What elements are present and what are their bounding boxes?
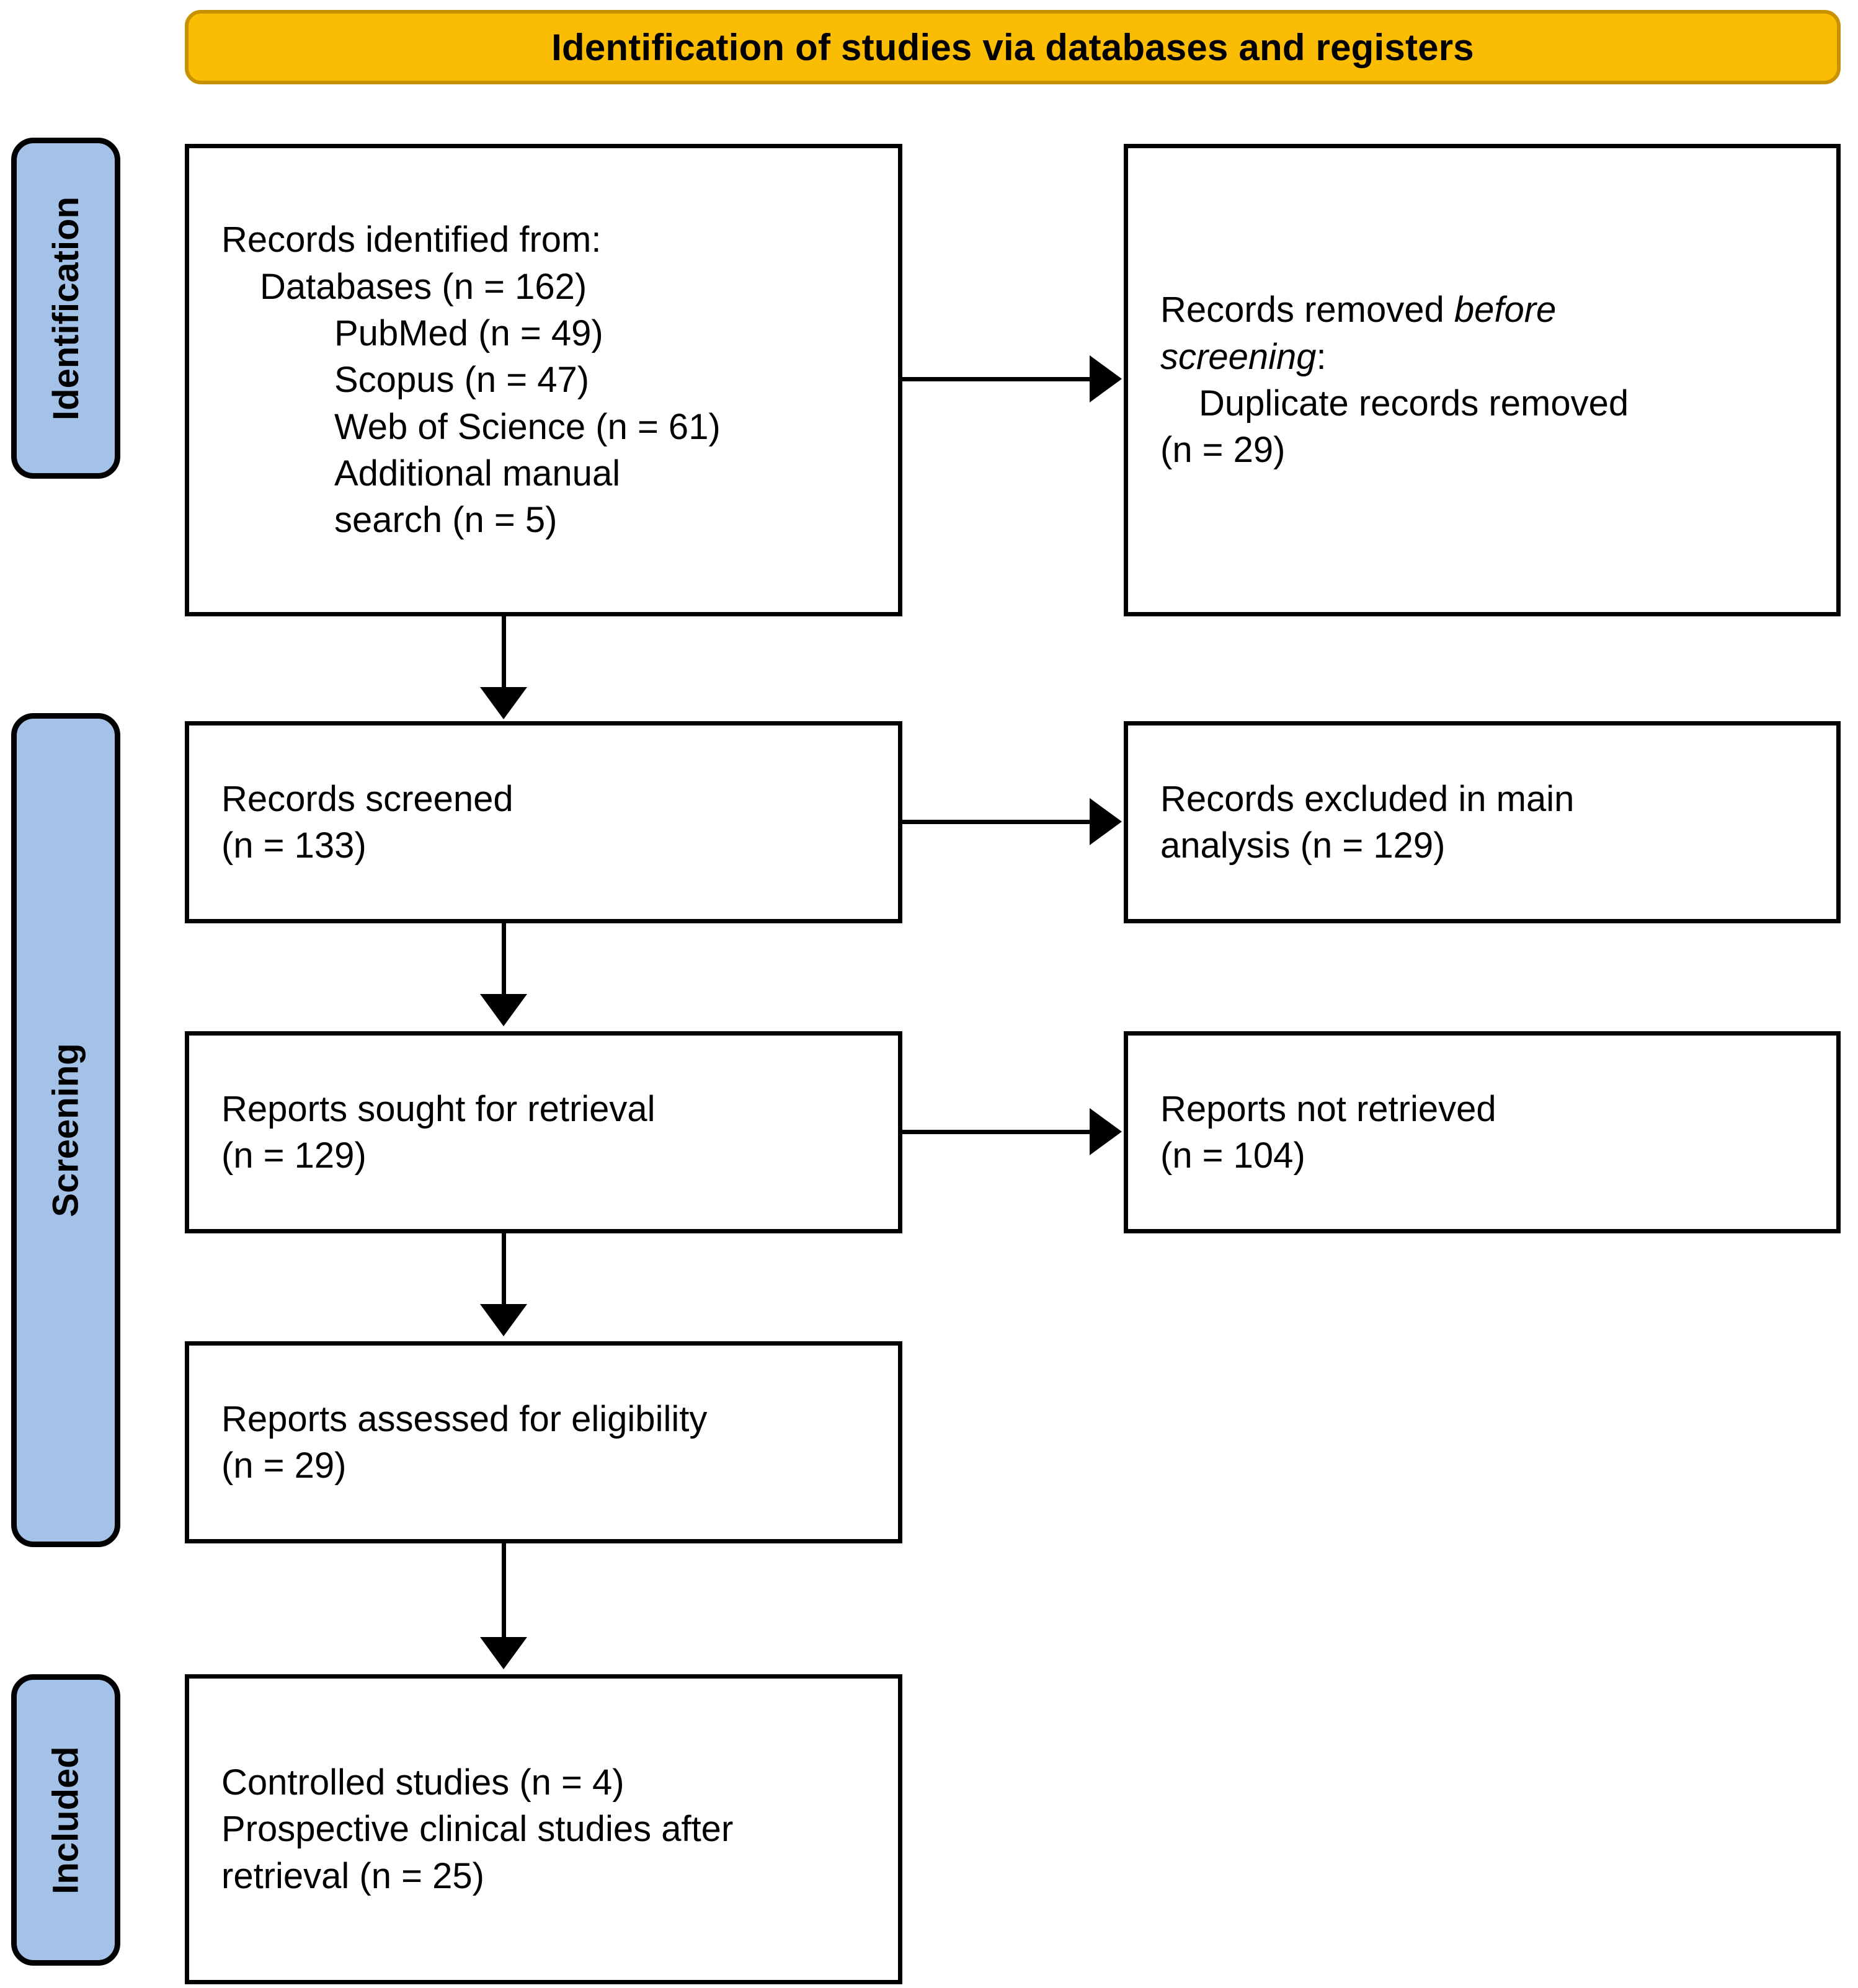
line-removed-1: Records removed before bbox=[1160, 286, 1836, 333]
box-included-studies-text: Controlled studies (n = 4) Prospective c… bbox=[189, 1759, 898, 1899]
line-identified-7: search (n = 5) bbox=[334, 500, 558, 541]
connector-identified-to-screened-arrow-icon bbox=[480, 687, 527, 719]
line-assessed-2: (n = 29) bbox=[221, 1445, 347, 1486]
line-removed-1-italic: before bbox=[1454, 290, 1557, 331]
line-screened-1: Records screened bbox=[221, 778, 513, 819]
line-identified-1: Records identified from: bbox=[221, 220, 602, 260]
box-records-screened: Records screened (n = 133) bbox=[185, 721, 902, 923]
box-reports-assessed-text: Reports assessed for eligibility (n = 29… bbox=[189, 1396, 898, 1489]
connector-assessed-to-included-line bbox=[502, 1543, 506, 1640]
line-assessed-1: Reports assessed for eligibility bbox=[221, 1398, 708, 1439]
line-removed-3: Duplicate records removed bbox=[1199, 383, 1629, 424]
connector-screened-to-sought-arrow-icon bbox=[480, 994, 527, 1026]
connector-screened-to-excluded-arrow-icon bbox=[1090, 798, 1122, 845]
line-identified-4: Scopus (n = 47) bbox=[334, 360, 590, 401]
stage-label-identification: Identification bbox=[11, 138, 120, 479]
stage-label-screening-text: Screening bbox=[45, 1043, 86, 1217]
line-included-1: Controlled studies (n = 4) bbox=[221, 1762, 625, 1803]
line-removed-2-suffix: : bbox=[1316, 336, 1327, 377]
box-reports-assessed: Reports assessed for eligibility (n = 29… bbox=[185, 1341, 902, 1543]
box-reports-not-retrieved: Reports not retrieved (n = 104) bbox=[1124, 1031, 1841, 1233]
box-reports-sought-text: Reports sought for retrieval (n = 129) bbox=[189, 1086, 898, 1179]
line-identified-2: Databases (n = 162) bbox=[260, 266, 587, 307]
connector-sought-to-assessed-arrow-icon bbox=[480, 1304, 527, 1336]
connector-sought-to-not-retrieved-line bbox=[902, 1130, 1091, 1134]
line-not-retrieved-2: (n = 104) bbox=[1160, 1135, 1305, 1176]
box-records-excluded-text: Records excluded in main analysis (n = 1… bbox=[1128, 776, 1836, 869]
box-reports-not-retrieved-text: Reports not retrieved (n = 104) bbox=[1128, 1086, 1836, 1179]
diagram-header-banner: Identification of studies via databases … bbox=[185, 10, 1841, 84]
box-reports-sought: Reports sought for retrieval (n = 129) bbox=[185, 1031, 902, 1233]
stage-label-screening: Screening bbox=[11, 713, 120, 1547]
box-included-studies: Controlled studies (n = 4) Prospective c… bbox=[185, 1674, 902, 1984]
line-excluded-1: Records excluded in main bbox=[1160, 778, 1575, 819]
line-identified-3: PubMed (n = 49) bbox=[334, 313, 603, 353]
connector-identified-to-removed-line bbox=[902, 377, 1091, 381]
diagram-title: Identification of studies via databases … bbox=[551, 26, 1474, 68]
line-removed-4: (n = 29) bbox=[1160, 430, 1286, 471]
connector-screened-to-sought-line bbox=[502, 923, 506, 996]
line-included-3: retrieval (n = 25) bbox=[221, 1855, 484, 1896]
line-not-retrieved-1: Reports not retrieved bbox=[1160, 1088, 1496, 1129]
box-records-identified: Records identified from: Databases (n = … bbox=[185, 144, 902, 616]
line-removed-1-prefix: Records removed bbox=[1160, 290, 1454, 331]
box-records-removed-text: Records removed before screening: Duplic… bbox=[1128, 286, 1836, 474]
box-records-removed: Records removed before screening: Duplic… bbox=[1124, 144, 1841, 616]
box-records-screened-text: Records screened (n = 133) bbox=[189, 776, 898, 869]
line-sought-1: Reports sought for retrieval bbox=[221, 1088, 656, 1129]
connector-sought-to-assessed-line bbox=[502, 1233, 506, 1307]
connector-sought-to-not-retrieved-arrow-icon bbox=[1090, 1108, 1122, 1155]
line-included-2: Prospective clinical studies after bbox=[221, 1809, 734, 1850]
connector-screened-to-excluded-line bbox=[902, 820, 1091, 824]
line-removed-2: screening: bbox=[1160, 334, 1836, 380]
connector-identified-to-screened-line bbox=[502, 616, 506, 690]
stage-label-included: Included bbox=[11, 1674, 120, 1966]
line-identified-5: Web of Science (n = 61) bbox=[334, 406, 721, 447]
box-records-excluded: Records excluded in main analysis (n = 1… bbox=[1124, 721, 1841, 923]
connector-assessed-to-included-arrow-icon bbox=[480, 1637, 527, 1669]
connector-identified-to-removed-arrow-icon bbox=[1090, 355, 1122, 402]
line-sought-2: (n = 129) bbox=[221, 1135, 367, 1176]
box-records-identified-text: Records identified from: Databases (n = … bbox=[189, 216, 898, 544]
line-identified-6: Additional manual bbox=[334, 453, 621, 494]
stage-label-identification-text: Identification bbox=[45, 196, 86, 420]
line-removed-2-italic: screening bbox=[1160, 336, 1317, 377]
stage-label-included-text: Included bbox=[45, 1746, 86, 1894]
line-screened-2: (n = 133) bbox=[221, 825, 367, 866]
line-excluded-2: analysis (n = 129) bbox=[1160, 825, 1446, 866]
